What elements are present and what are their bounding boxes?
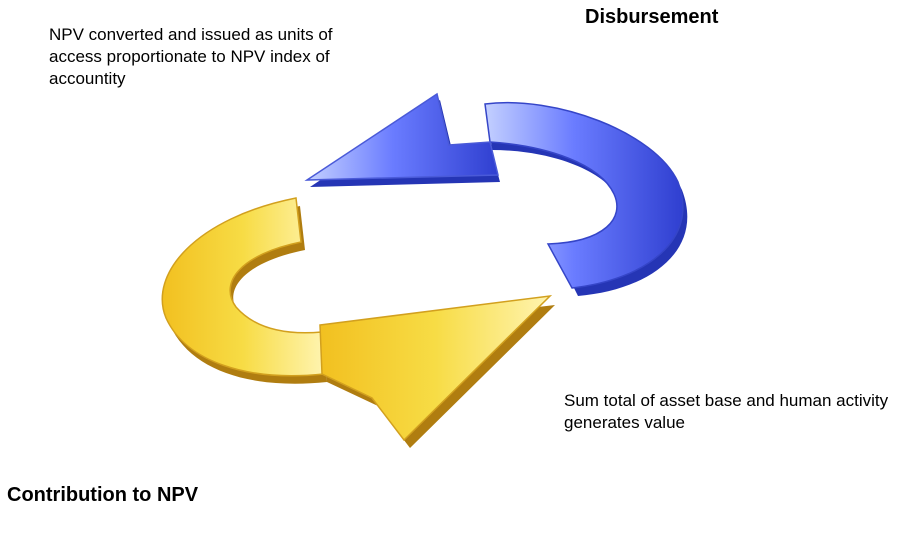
yellow-cycle-arrow-icon (161, 197, 555, 448)
blue-cycle-arrow-icon (304, 92, 688, 296)
value-generation-note: Sum total of asset base and human activi… (564, 391, 889, 432)
conversion-note: NPV converted and issued as units of acc… (49, 25, 333, 88)
contribution-heading: Contribution to NPV (7, 484, 199, 506)
disbursement-heading: Disbursement (585, 6, 719, 28)
